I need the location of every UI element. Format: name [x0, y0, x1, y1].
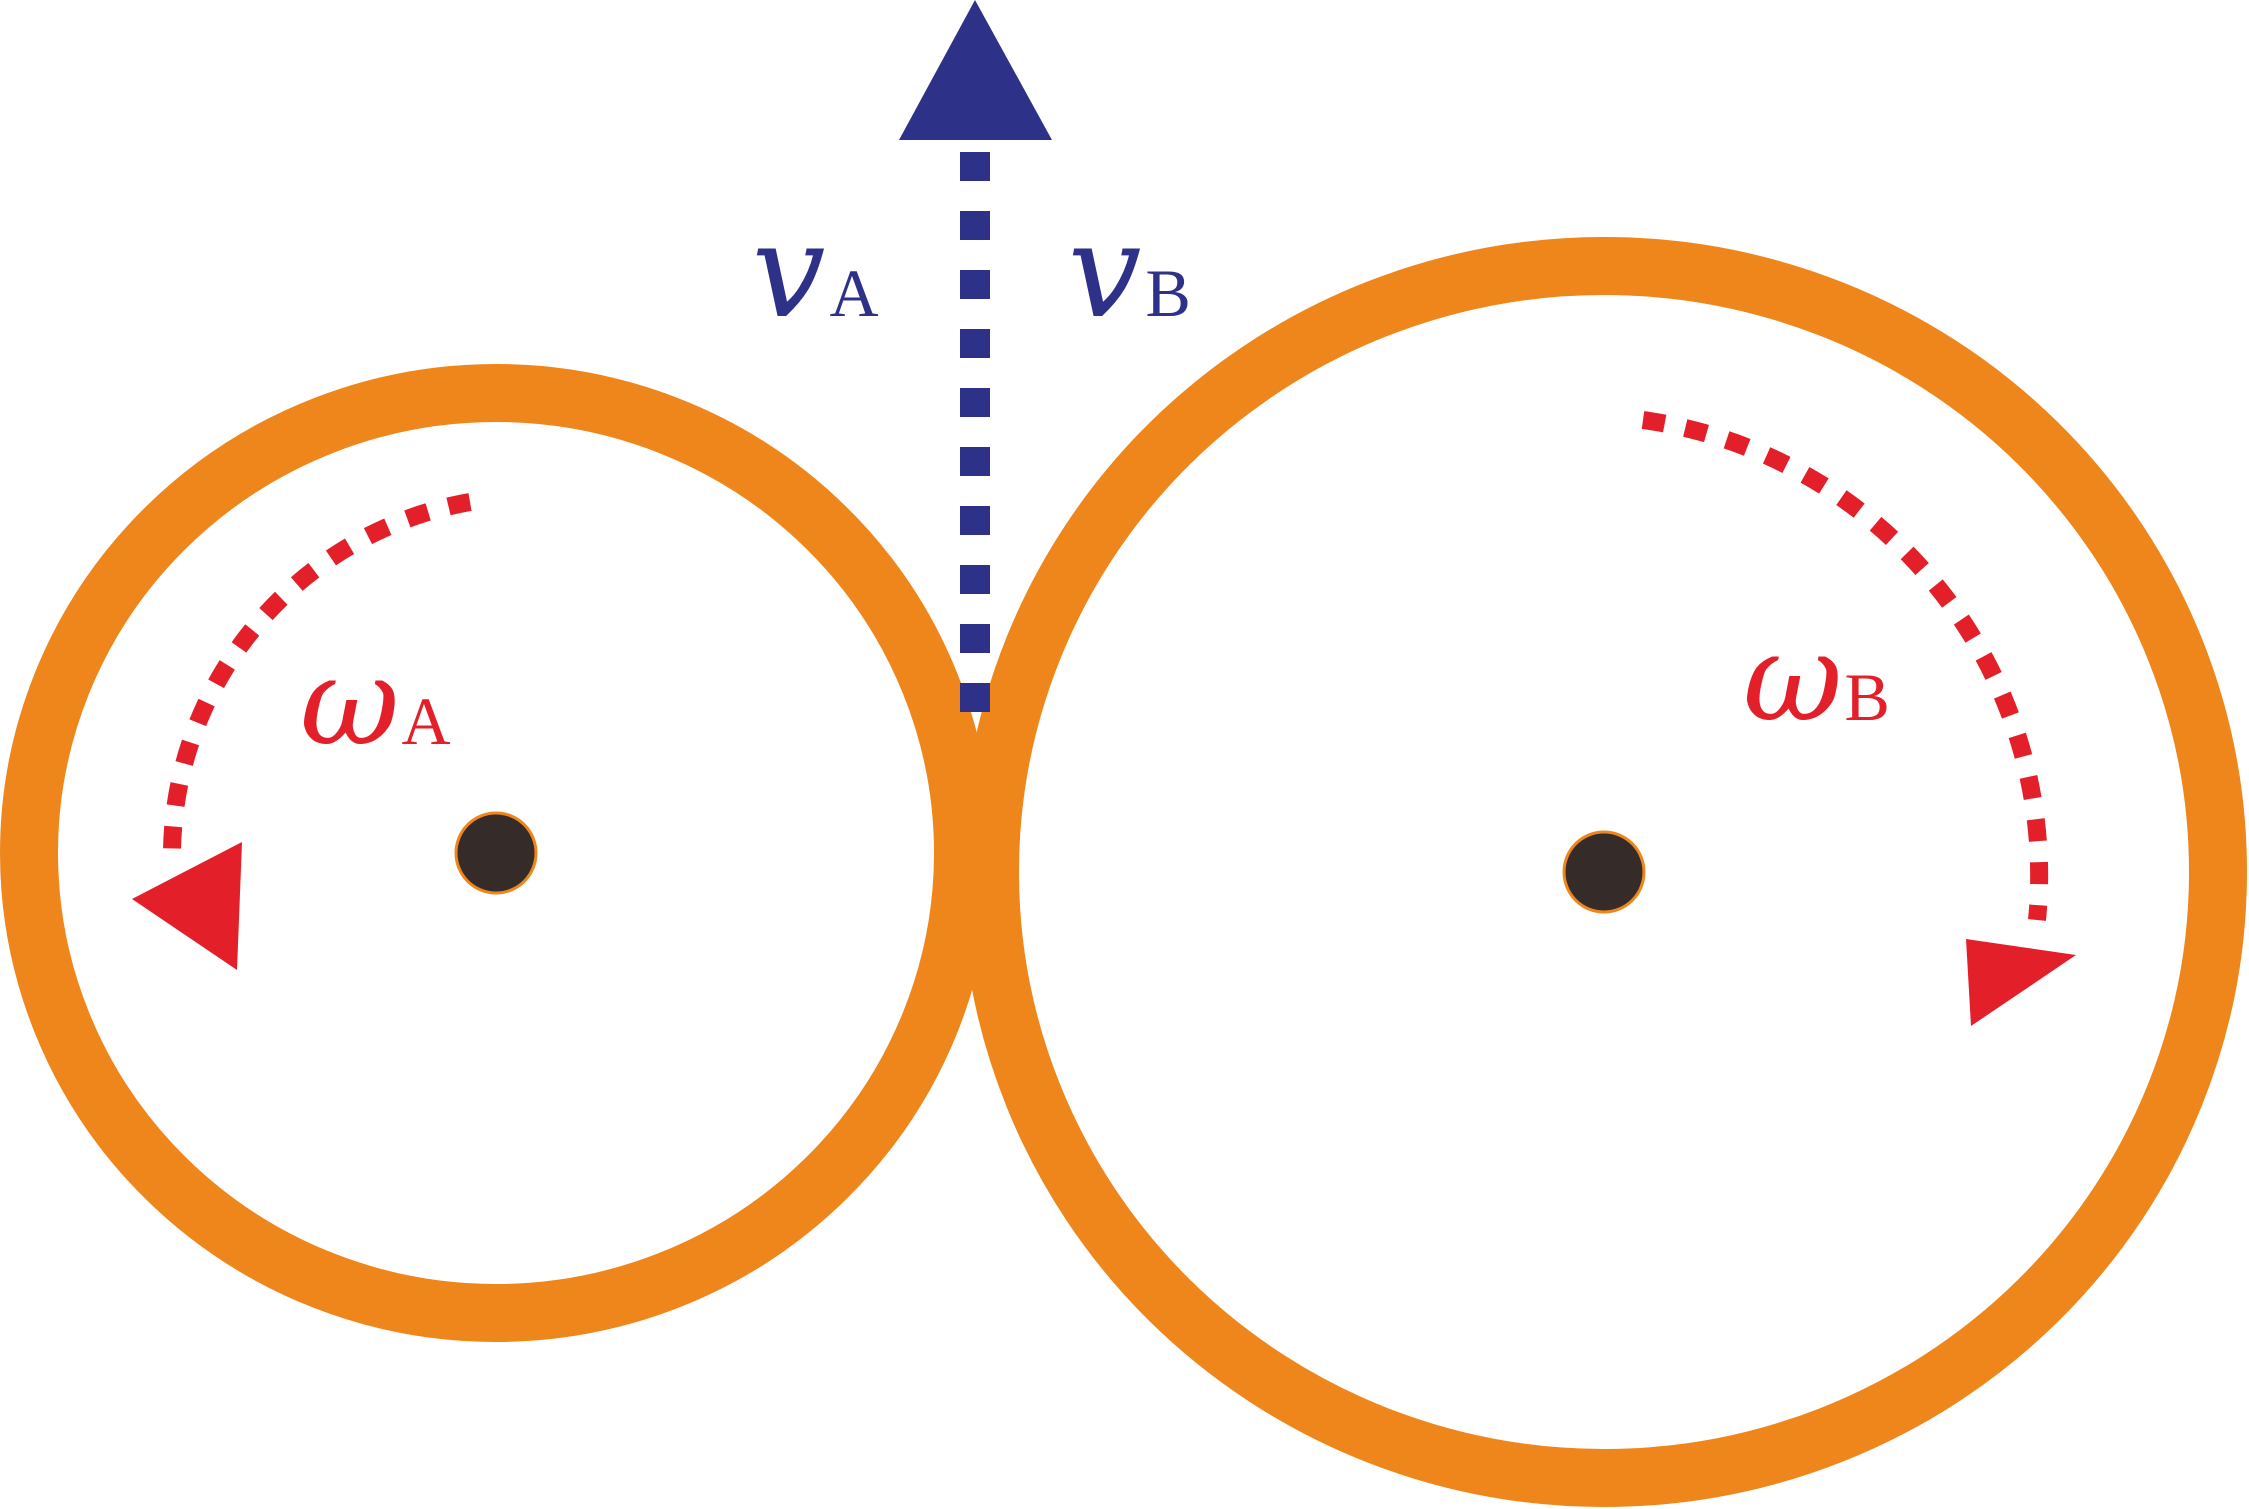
label-v-b: vB	[1068, 195, 1191, 347]
label-omega-b: ωB	[1743, 607, 1890, 749]
wheel-a-axle	[454, 811, 538, 895]
velocity-arrowhead	[899, 0, 1052, 140]
omega-a-arrowhead	[132, 842, 242, 970]
label-v-a: vA	[752, 195, 879, 347]
wheel-a	[0, 364, 992, 1342]
wheel-b-axle	[1562, 830, 1646, 914]
omega-b-arrowhead	[1966, 939, 2076, 1026]
omega-b-arc	[1641, 411, 2049, 921]
label-omega-a: ωA	[300, 631, 451, 773]
